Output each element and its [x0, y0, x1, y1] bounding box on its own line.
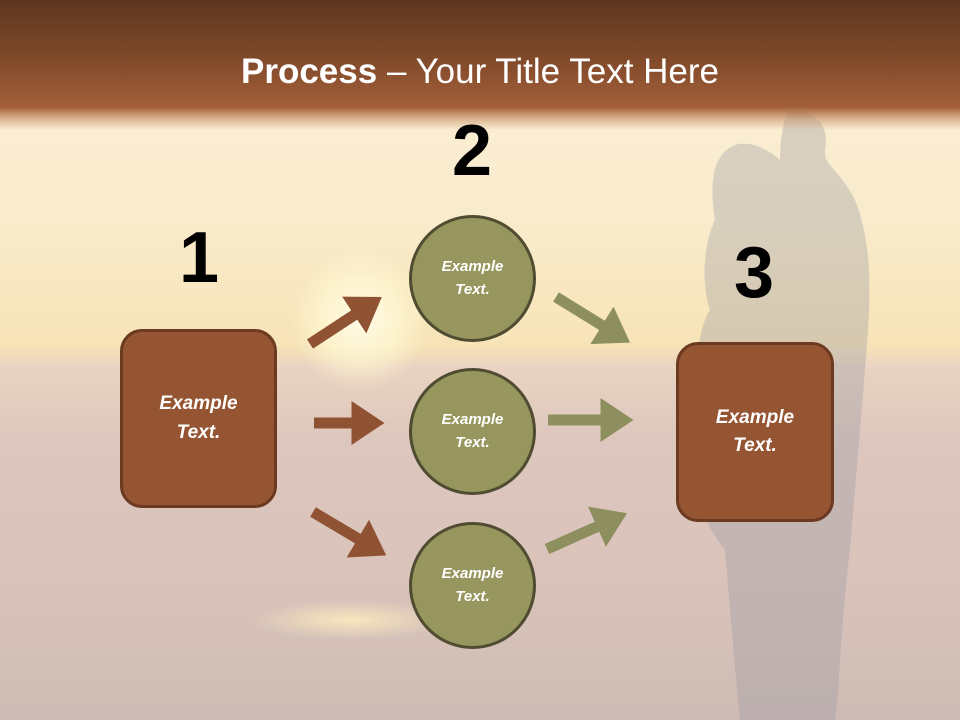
arrow-from-circle-1: [553, 292, 631, 345]
circle-2-line1: Example: [441, 411, 504, 428]
circle-1-line2: Text.: [455, 280, 490, 298]
circle-3-line2: Text.: [455, 587, 490, 605]
title-bar: [0, 0, 960, 130]
left-box-line2: Text.: [176, 421, 221, 443]
title-rest: – Your Title Text Here: [377, 52, 719, 91]
step-number-2: 2: [451, 111, 493, 191]
circle-1-line1: Example: [441, 258, 504, 275]
arrow-to-circle-1: [306, 296, 382, 349]
step-number-3: 3: [733, 233, 775, 313]
slide-title: Process – Your Title Text Here: [0, 52, 960, 92]
arrow-to-circle-3: [310, 507, 387, 558]
step-number-1: 1: [178, 218, 220, 298]
arrow-from-circle-3: [544, 506, 628, 555]
left-box-line1: Example: [159, 393, 238, 414]
right-box-line2: Text.: [733, 435, 777, 456]
circle-2-line2: Text.: [455, 433, 490, 451]
circle-3-line1: Example: [441, 565, 504, 582]
title-bold: Process: [241, 52, 378, 91]
right-box-line1: Example: [715, 406, 795, 428]
